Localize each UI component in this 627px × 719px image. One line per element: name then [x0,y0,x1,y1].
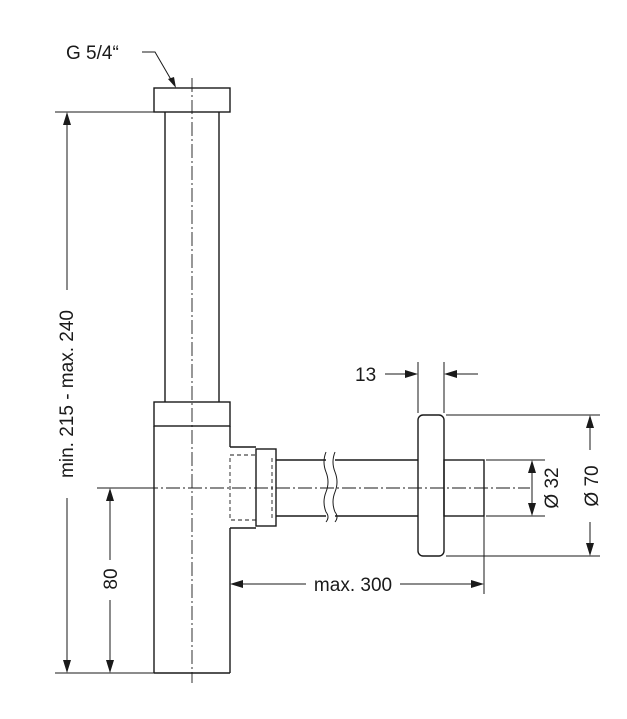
outlet-height-dimension: 80 [97,487,154,673]
thread-label: G 5/4“ [66,43,119,64]
pipe-diameter-label: Ø 32 [542,467,563,508]
hidden-inner-pipe [229,454,257,521]
flange-diameter-label: Ø 70 [582,465,603,506]
break-line-left [323,451,329,523]
flange-thickness-dimension: 13 [355,362,478,413]
length-dimension: max. 300 [230,516,485,596]
pipe-diameter-dimension: Ø 32 [486,459,563,517]
vertical-tube-assembly [153,87,273,674]
wall-flange [417,414,445,557]
flange-thickness-label: 13 [355,365,376,386]
thread-callout: G 5/4“ [66,43,176,88]
horizontal-outlet [255,414,485,557]
height-dimension: min. 215 - max. 240 [55,111,154,674]
break-line-right [332,451,338,523]
outlet-height-label: 80 [101,568,122,589]
height-range-label: min. 215 - max. 240 [57,310,78,478]
outlet-nut [255,448,277,527]
flange-diameter-dimension: Ø 70 [446,414,603,557]
max-length-label: max. 300 [314,575,392,596]
